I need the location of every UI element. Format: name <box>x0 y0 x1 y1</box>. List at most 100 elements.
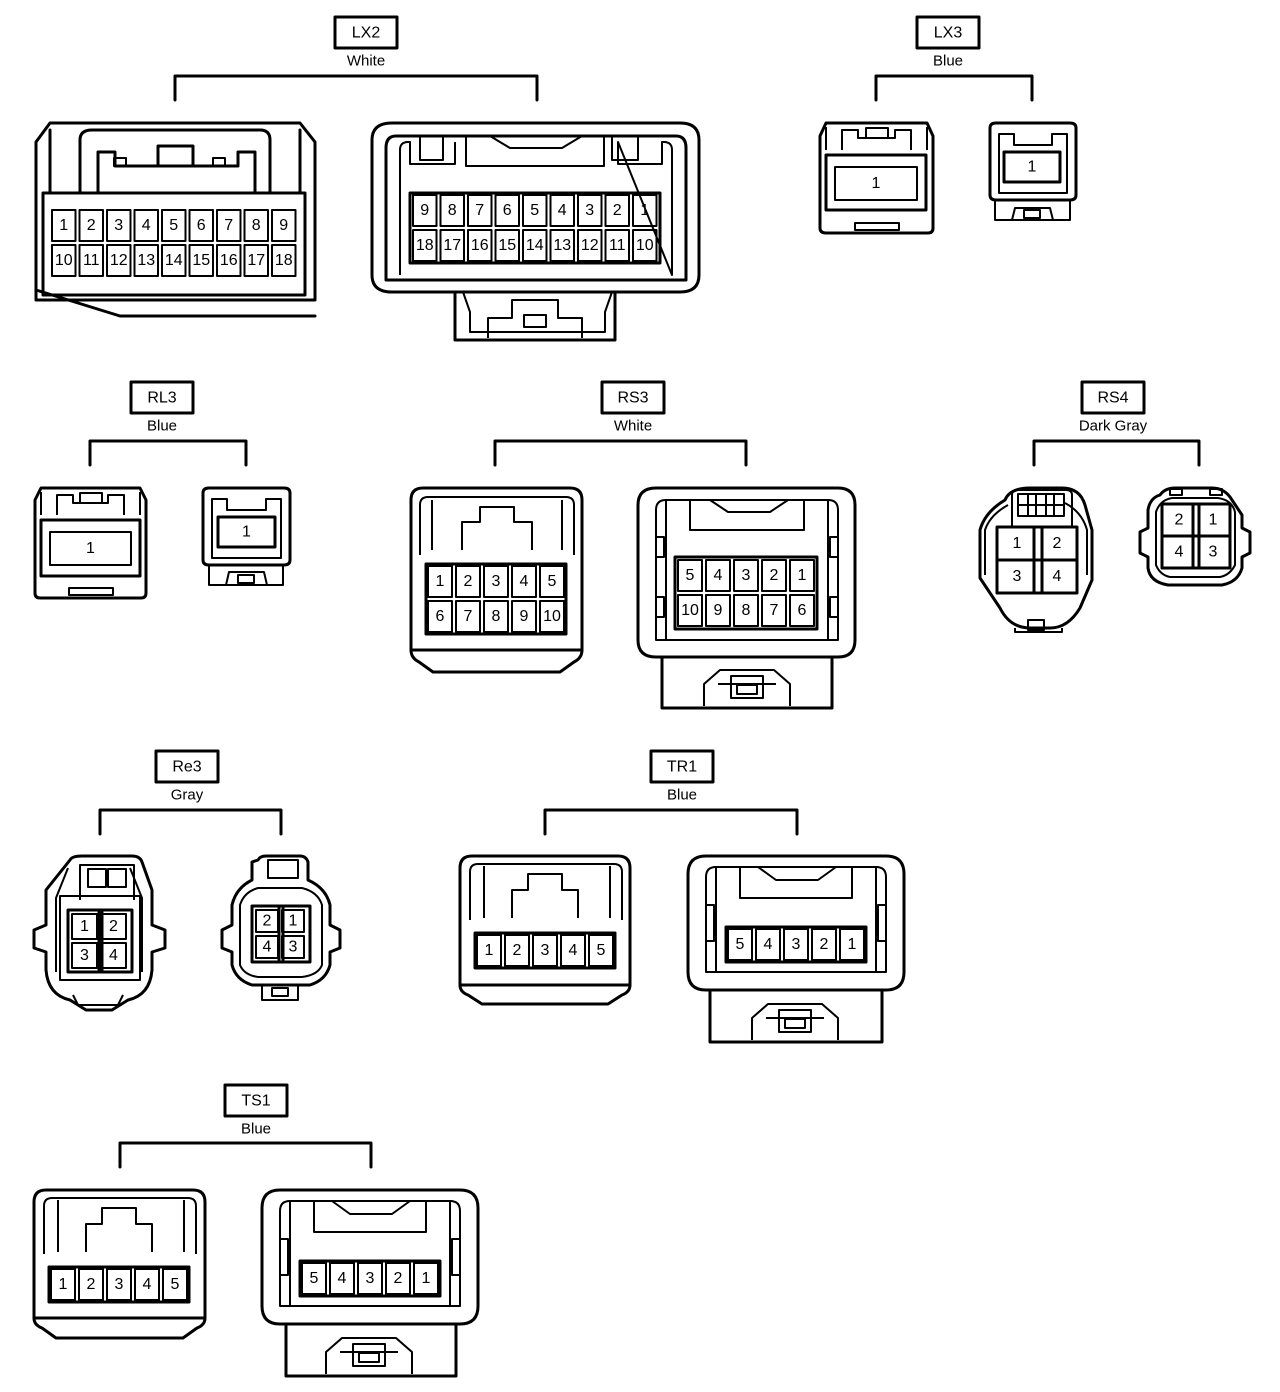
pin-cavity <box>413 1262 439 1295</box>
pin-cavity <box>357 1262 383 1295</box>
pin-number: 6 <box>436 608 445 625</box>
pin-number: 1 <box>436 573 445 590</box>
pin-cavity <box>329 1262 355 1295</box>
pin-number: 5 <box>686 567 695 584</box>
pin-number: 4 <box>143 1276 152 1293</box>
pin-number: 1 <box>848 936 857 953</box>
pin-number: 4 <box>1053 568 1062 585</box>
pair-bracket <box>118 1141 373 1169</box>
pin-cavity <box>632 194 658 227</box>
connector-rl3: RL3 Blue 1 1 <box>33 380 292 600</box>
pin-cavity <box>705 559 731 592</box>
pin-number: 3 <box>585 202 594 219</box>
connector-color: White <box>347 53 385 70</box>
connector-color: Blue <box>667 787 697 804</box>
pin-number: 1 <box>289 913 298 930</box>
pair-bracket <box>173 74 539 102</box>
pin-number: 7 <box>224 217 233 234</box>
pin-cavity <box>216 209 242 242</box>
pin-number: 3 <box>1013 568 1022 585</box>
pair-bracket <box>98 808 283 836</box>
pin-cavity <box>549 194 575 227</box>
pin-number: 9 <box>520 608 529 625</box>
connector-lx3: LX3 Blue 1 1 <box>818 15 1078 235</box>
pin-number: 13 <box>137 252 155 269</box>
pin-number: 3 <box>115 1276 124 1293</box>
pin-number: 14 <box>526 237 544 254</box>
pin-number: 5 <box>310 1270 319 1287</box>
pin-number: 5 <box>169 217 178 234</box>
pin-cavity <box>511 565 537 598</box>
pin-cavity <box>727 928 753 961</box>
pin-cavity <box>755 928 781 961</box>
pin-cavity <box>455 600 481 633</box>
pin-number: 6 <box>798 602 807 619</box>
pin-number: 9 <box>420 202 429 219</box>
pin-number: 3 <box>289 939 298 956</box>
pin-cavity <box>427 565 453 598</box>
pin-number: 3 <box>366 1270 375 1287</box>
male-connector: 1 <box>988 121 1078 221</box>
pin-number: 1 <box>640 202 649 219</box>
pin-number: 13 <box>553 237 571 254</box>
pin-cavity <box>455 565 481 598</box>
pin-cavity <box>511 600 537 633</box>
pin-cavity <box>789 594 815 627</box>
pin-cavity <box>216 244 242 277</box>
pin-number: 3 <box>492 573 501 590</box>
pin-cavity <box>188 244 214 277</box>
pin-cavity <box>161 244 187 277</box>
pin-number: 1 <box>59 1276 68 1293</box>
pin-cavity <box>839 928 865 961</box>
pin-number: 2 <box>513 942 522 959</box>
pin-number: 7 <box>770 602 779 619</box>
pin-number: 5 <box>171 1276 180 1293</box>
pin-number: 1 <box>798 567 807 584</box>
pin-cavity <box>78 209 104 242</box>
pin-cavity <box>301 1262 327 1295</box>
pin-cavity <box>811 928 837 961</box>
pin-number: 1 <box>86 540 95 557</box>
pin-number: 2 <box>613 202 622 219</box>
pin-cavity <box>677 594 703 627</box>
pin-number: 7 <box>464 608 473 625</box>
connector-color: Dark Gray <box>1079 418 1148 435</box>
pin-cavity <box>783 928 809 961</box>
pin-number: 2 <box>109 918 118 935</box>
pin-cavity <box>539 600 565 633</box>
pin-number: 1 <box>872 175 881 192</box>
pin-cavity <box>78 1268 104 1301</box>
connector-id-box <box>223 1083 289 1118</box>
pin-cavity <box>412 194 438 227</box>
connector-id: LX3 <box>934 25 963 42</box>
pin-cavity <box>494 229 520 262</box>
pair-bracket <box>493 439 748 467</box>
pin-cavity <box>483 565 509 598</box>
pin-cavity <box>604 229 630 262</box>
pin-number: 4 <box>569 942 578 959</box>
pin-number: 3 <box>541 942 550 959</box>
pin-number: 3 <box>114 217 123 234</box>
pin-cavity <box>133 209 159 242</box>
connector-id-box <box>915 15 981 50</box>
pin-cavity <box>188 209 214 242</box>
connector-color: Gray <box>171 787 204 804</box>
pin-cavity <box>467 194 493 227</box>
pin-number: 8 <box>742 602 751 619</box>
female-connector: 1 <box>818 121 935 235</box>
pin-cavity <box>51 244 77 277</box>
pin-cavity <box>789 559 815 592</box>
pin-number: 1 <box>1028 159 1037 176</box>
female-connector: 1 <box>33 486 148 600</box>
pin-cavity <box>476 934 502 967</box>
pin-number: 11 <box>83 252 100 269</box>
pin-number: 4 <box>764 936 773 953</box>
pin-number: 6 <box>197 217 206 234</box>
